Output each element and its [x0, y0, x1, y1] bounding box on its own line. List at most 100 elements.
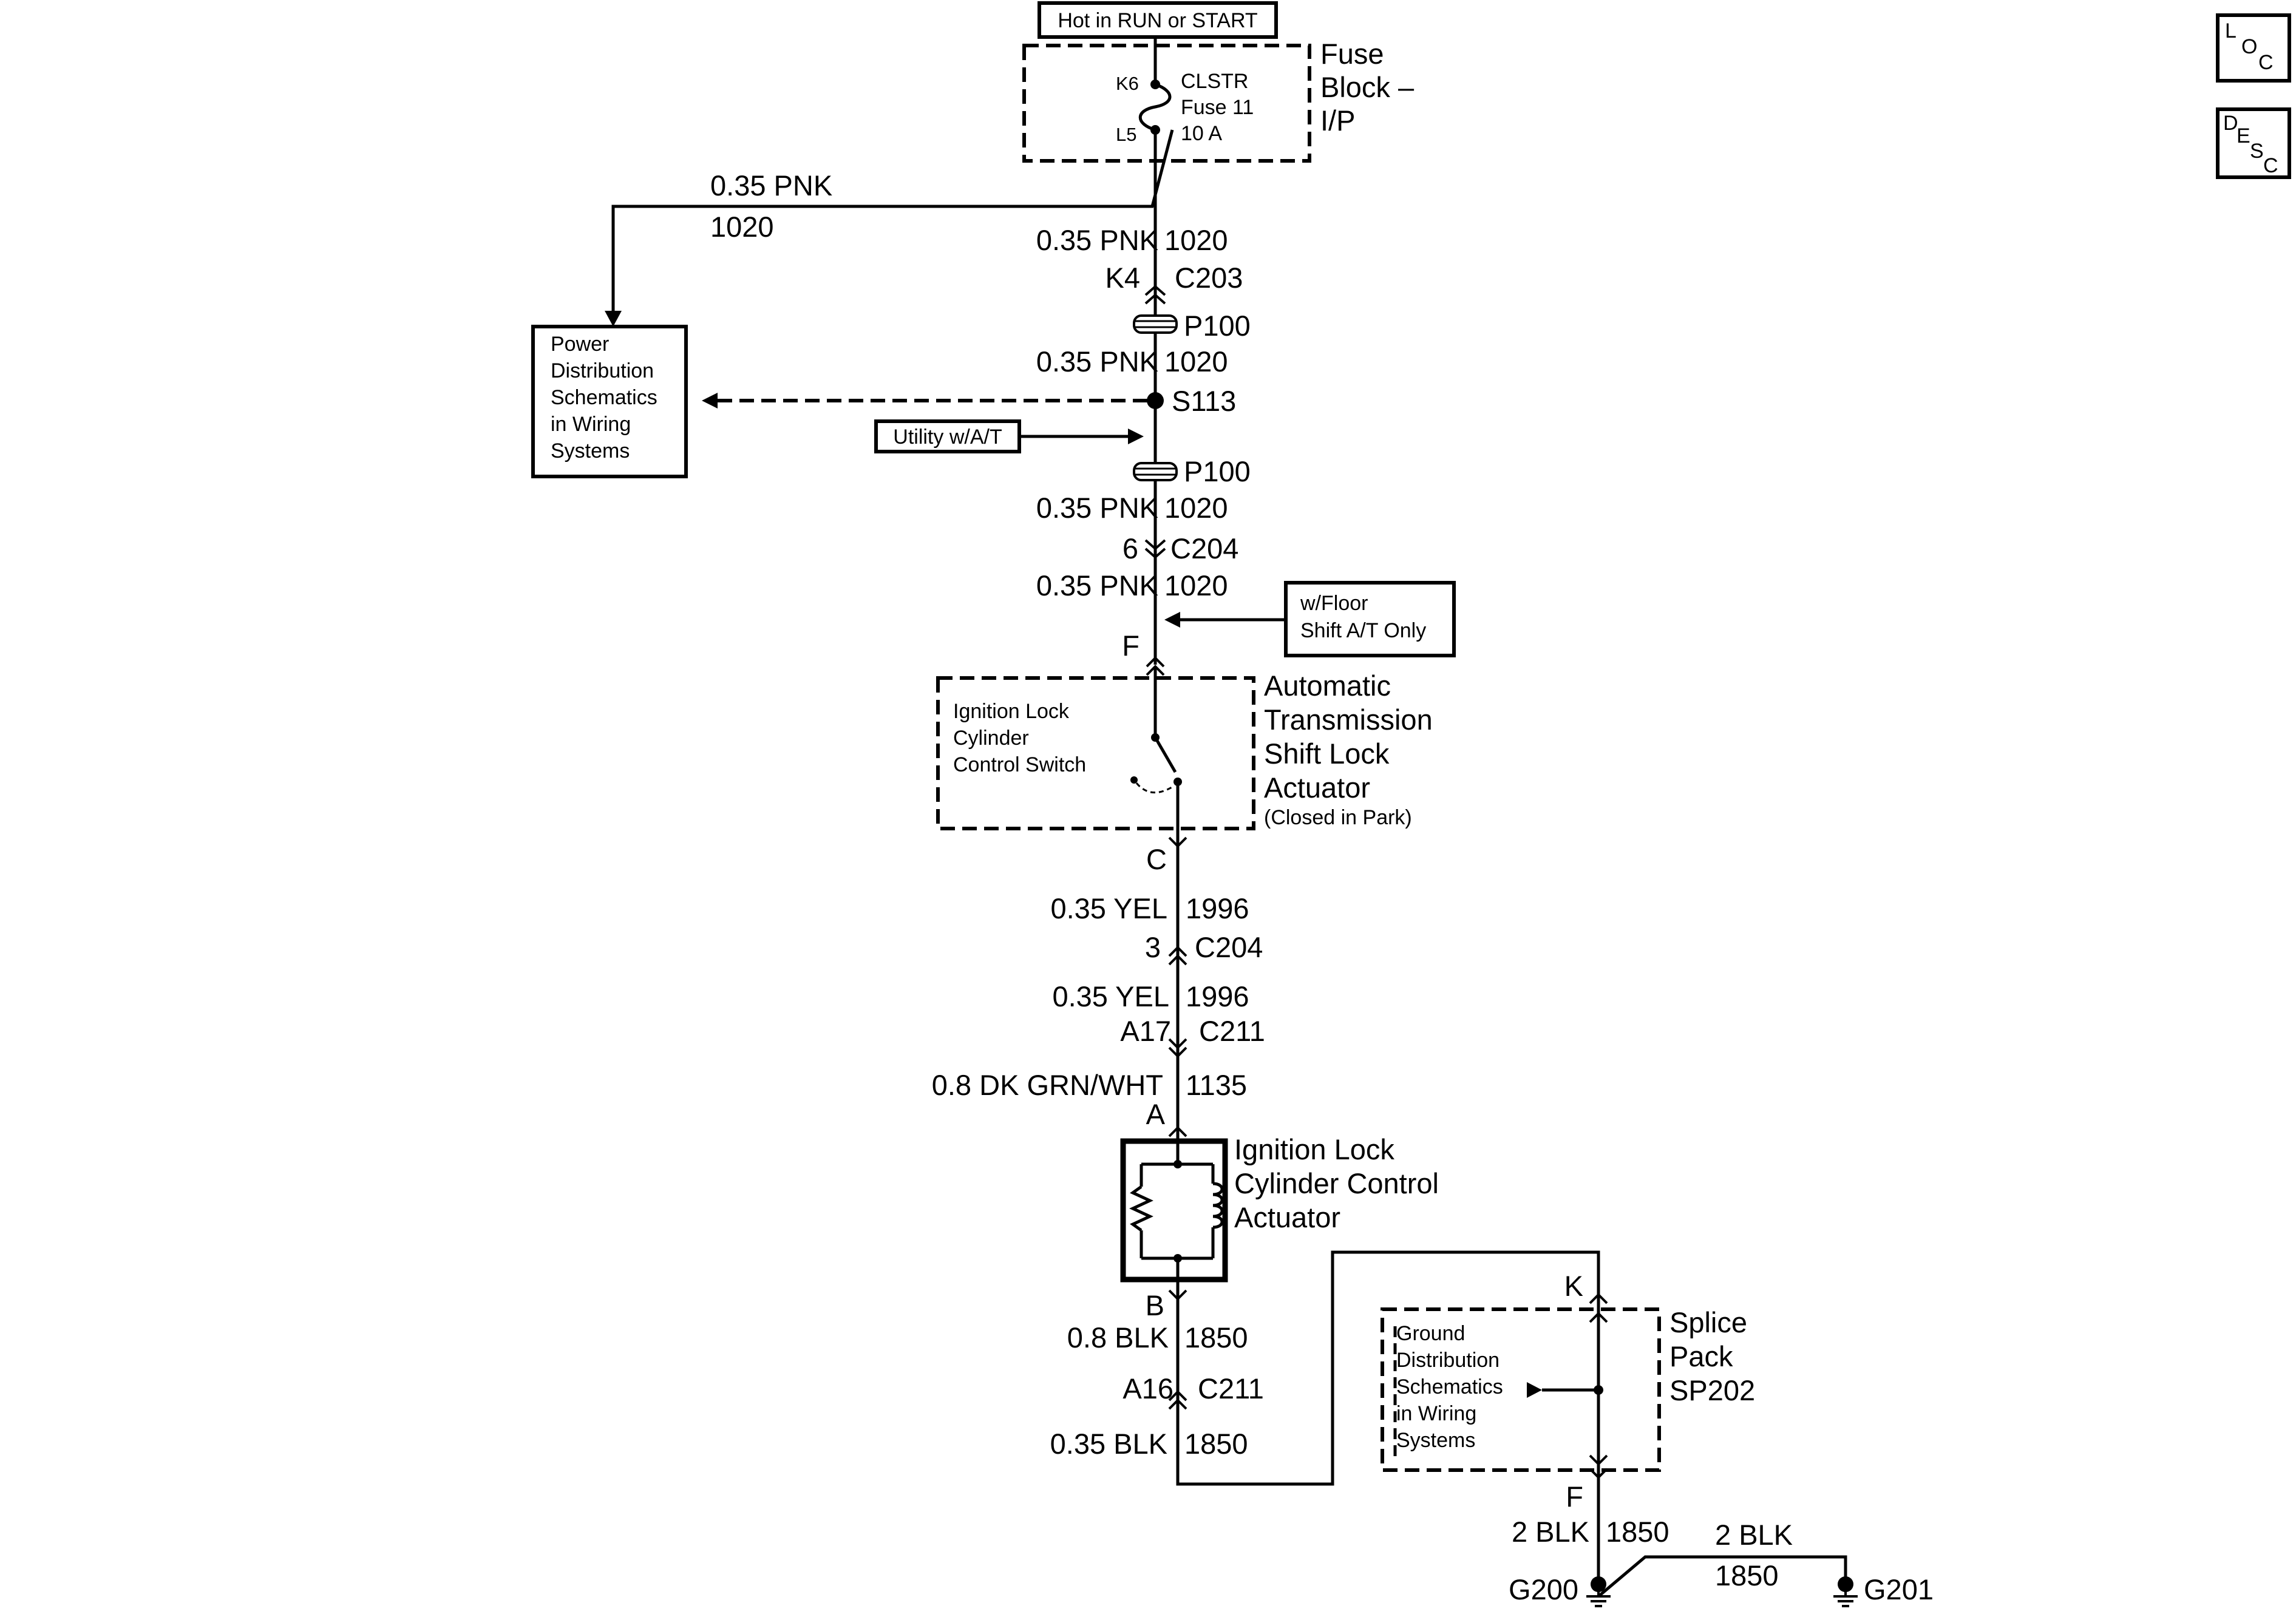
splice-pin-f: F: [1566, 1480, 1583, 1513]
actuator-title-2: Cylinder Control: [1234, 1167, 1439, 1199]
hot-in-run-label: Hot in RUN or START: [1038, 1, 1278, 39]
splice-pin-k: K: [1564, 1270, 1583, 1302]
fuse-symbol: [1138, 83, 1172, 132]
splice-title-3: SP202: [1669, 1374, 1755, 1406]
branch-wire: [611, 129, 1174, 313]
w6-color: 0.35 YEL: [1052, 980, 1169, 1012]
svg-text:w/Floor: w/Floor: [1300, 592, 1368, 615]
c211-a-pin: A17: [1120, 1015, 1171, 1047]
branch-wire-color: 0.35 PNK: [710, 169, 832, 202]
w5-circuit: 1996: [1186, 892, 1249, 924]
resistor-icon: [1129, 1185, 1153, 1232]
utility-arrow: [1128, 429, 1144, 444]
ground-distribution-reference[interactable]: Ground Distribution Schematics in Wiring…: [1396, 1322, 1503, 1452]
c211-a-name: C211: [1199, 1015, 1265, 1047]
svg-text:Schematics: Schematics: [551, 386, 657, 409]
splice-pin-f-symbol: [1589, 1468, 1608, 1479]
splice-title-2: Pack: [1669, 1340, 1733, 1372]
shift-lock-pin-c-symbol: [1168, 836, 1187, 848]
svg-text:Hot in RUN or START: Hot in RUN or START: [1058, 9, 1257, 32]
c211-a-symbol: [1168, 1038, 1187, 1058]
coil-icon: [1212, 1182, 1224, 1229]
fuse-pin-l5: L5: [1116, 124, 1136, 145]
w2-circuit: 1020: [1164, 345, 1228, 378]
ground-distribution-arrow: [1527, 1382, 1542, 1398]
svg-text:Distribution: Distribution: [1396, 1349, 1500, 1372]
c211-b-name: C211: [1198, 1372, 1264, 1405]
shift-lock-title-2: Transmission: [1264, 703, 1433, 736]
loc-c: C: [2258, 51, 2274, 74]
svg-text:Schematics: Schematics: [1396, 1375, 1503, 1398]
g201-label: G201: [1864, 1573, 1934, 1605]
splice-pack-outline: [1381, 1307, 1661, 1472]
w3-circuit: 1020: [1164, 492, 1228, 524]
g201-wire: [1597, 1555, 1847, 1598]
shift-lock-title-4: Actuator: [1264, 771, 1370, 804]
shift-lock-pin-f: F: [1122, 629, 1140, 662]
fuse-pin-k6: K6: [1116, 73, 1139, 94]
shift-lock-title-3: Shift Lock: [1264, 737, 1390, 770]
desc-s: S: [2250, 140, 2264, 163]
splice-arrow-top: [1589, 1312, 1608, 1323]
shift-lock-outline: [936, 676, 1255, 830]
actuator-title-3: Actuator: [1234, 1201, 1340, 1233]
utility-box: Utility w/A/T: [874, 419, 1021, 453]
shift-lock-title-1: Automatic: [1264, 670, 1391, 702]
shift-lock-note: (Closed in Park): [1264, 806, 1412, 829]
svg-text:Power: Power: [551, 333, 609, 356]
w7-color: 0.8 DK GRN/WHT: [932, 1069, 1163, 1101]
actuator-title-1: Ignition Lock: [1234, 1133, 1394, 1165]
desc-e: E: [2237, 124, 2250, 147]
main-wire-lower: [1176, 1250, 1600, 1486]
loc-button[interactable]: L O C: [2216, 13, 2291, 83]
svg-text:in Wiring: in Wiring: [1396, 1402, 1476, 1425]
p100-b-symbol: [1133, 462, 1178, 481]
splice-pin-k-symbol: [1589, 1293, 1608, 1304]
fuse-block-title-1: Fuse: [1320, 38, 1384, 70]
c204-a-pin: 6: [1123, 532, 1138, 564]
switch-label-3: Control Switch: [953, 753, 1086, 776]
shift-lock-pin-c: C: [1146, 843, 1167, 875]
svg-text:Systems: Systems: [1396, 1429, 1475, 1452]
desc-d: D: [2223, 112, 2238, 135]
w4-circuit: 1020: [1164, 569, 1228, 602]
w2-color: 0.35 PNK: [1036, 345, 1158, 378]
p100-a-label: P100: [1184, 310, 1251, 342]
w1-color: 0.35 PNK: [1036, 224, 1158, 256]
c204-b-name: C204: [1195, 931, 1263, 963]
fuse-name-2: Fuse 11: [1181, 96, 1254, 119]
s113-label: S113: [1172, 385, 1236, 417]
c204-a-symbol: [1144, 539, 1166, 559]
g200-label: G200: [1509, 1573, 1578, 1605]
floor-shift-box: w/Floor Shift A/T Only: [1284, 581, 1456, 657]
branch-arrow: [605, 311, 622, 327]
floor-arrow: [1164, 612, 1180, 628]
g201-ground-icon: [1833, 1584, 1858, 1607]
actuator-outline: [1120, 1138, 1228, 1283]
switch-blade: [1153, 736, 1177, 773]
c203-pin: K4: [1106, 262, 1141, 294]
fuse-name-1: CLSTR: [1181, 70, 1248, 93]
switch-open-contact: [1130, 776, 1138, 784]
c203-name: C203: [1175, 262, 1243, 294]
loc-o: O: [2241, 35, 2257, 58]
desc-button[interactable]: D E S C: [2216, 107, 2291, 179]
w6-circuit: 1996: [1186, 980, 1249, 1012]
actuator-pin-a-symbol: [1168, 1126, 1187, 1137]
w8-color: 0.8 BLK: [1067, 1321, 1169, 1354]
fuse-block-outline: [1022, 44, 1311, 163]
svg-text:Utility w/A/T: Utility w/A/T: [893, 425, 1002, 449]
w11-color: 2 BLK: [1715, 1519, 1793, 1551]
loc-l: L: [2225, 19, 2237, 42]
s113-splice: [1147, 392, 1164, 409]
power-distribution-reference[interactable]: Power Distribution Schematics in Wiring …: [531, 325, 688, 478]
s113-arrow: [702, 393, 718, 408]
svg-text:Systems: Systems: [551, 439, 630, 463]
branch-wire-circuit: 1020: [710, 211, 774, 243]
c211-b-pin: A16: [1123, 1372, 1173, 1405]
w8-circuit: 1850: [1184, 1321, 1248, 1354]
svg-text:Shift A/T Only: Shift A/T Only: [1300, 619, 1426, 642]
c211-b-symbol: [1168, 1390, 1187, 1410]
w10-color: 2 BLK: [1512, 1516, 1589, 1548]
